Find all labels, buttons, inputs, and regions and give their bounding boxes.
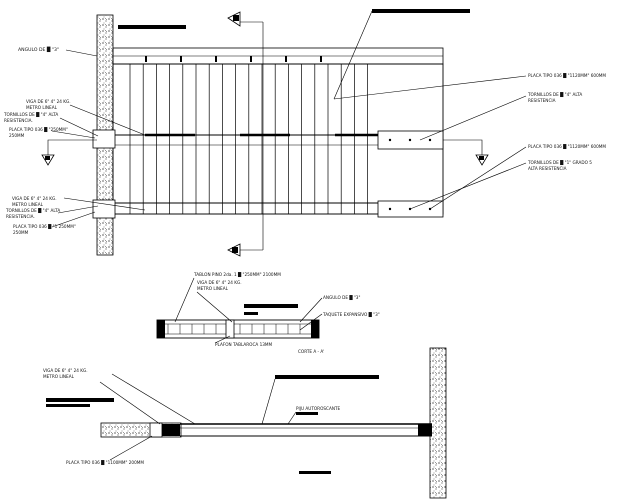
section-slab	[156, 319, 320, 339]
elevation-bar-center	[296, 412, 318, 415]
elevation-right-wall	[429, 347, 447, 499]
elevation-label-piju: PIJU AUTOROSCANTE	[296, 406, 341, 411]
elevation-bar-top	[275, 375, 379, 379]
plan-joists	[129, 64, 368, 214]
plan-label-viga-2a: VIGA DE 6" 4" 24 KG.	[12, 196, 57, 201]
anchor-tick	[145, 56, 147, 62]
plan-label-torn-1b: RESISTENCIA.	[4, 118, 33, 123]
title-bar-top-left	[118, 25, 186, 29]
section-label-corte: CORTE A - A'	[298, 349, 324, 354]
plan-label-placa-r1: PLACA TIPO 036 █ "1120MM" 600MM	[528, 73, 606, 79]
plan-label-torn-r2a: TORNILLOS DE █ "1" GRADO 5	[527, 160, 592, 166]
plan-label-torn-1a: TORNILLOS DE █ "4" ALTA	[3, 112, 58, 118]
elevation-label-viga-a: VIGA DE 6" 4" 24 KG.	[43, 368, 88, 373]
plan-label-viga-2b: METRO LINEAL	[12, 202, 44, 207]
plan-label-torn-2b: RESISTENCIA.	[6, 214, 35, 219]
plan-label-viga-1a: VIGA DE 6" 4" 24 KG.	[26, 99, 71, 104]
plan-view: ANGULO DE █ "3" VIGA DE 6" 4" 24 KG. MET…	[3, 9, 606, 257]
elevation-label-placa: PLACA TIPO 036 █ "1100MM" 200MM	[66, 460, 144, 466]
plan-label-torn-2a: TORNILLOS DE █ "4" ALTA	[5, 208, 60, 214]
plan-label-angulo: ANGULO DE █ "3"	[18, 46, 59, 53]
plan-label-viga-1b: METRO LINEAL	[26, 105, 58, 110]
plan-label-torn-r1a: TORNILLOS DE █ "4" ALTA	[527, 92, 582, 98]
section-bar-2	[244, 312, 258, 315]
plan-label-placa-2a: PLACA TIPO 036 █ "1 250MM"	[13, 224, 76, 230]
elevation-bar-left-1	[46, 398, 114, 402]
plan-label-placa-1b: 250MM	[9, 133, 25, 138]
title-bar-top-right	[372, 9, 470, 13]
section-bar-1	[244, 304, 298, 308]
anchor-tick	[180, 56, 182, 62]
anchor-tick	[285, 56, 287, 62]
anchor-tick	[250, 56, 252, 62]
plan-label-torn-r2b: ALTA RESISTENCIA	[528, 166, 567, 171]
anchor-tick	[320, 56, 322, 62]
section-label-plafon: PLAFON TABLAROCA 13MM	[215, 342, 273, 347]
elevation-bar-bottom	[299, 471, 331, 474]
section-label-angulo: ANGULO DE █ "3"	[323, 295, 360, 301]
elevation-bar-left-2	[46, 404, 90, 407]
elevation-view: VIGA DE 6" 4" 24 KG. METRO LINEAL PIJU A…	[43, 347, 447, 499]
plan-label-placa-1a: PLACA TIPO 036 █ "250MM"	[9, 127, 68, 133]
section-label-tablon: TABLON PINO 2da. 1 █ "250MM" 2100MM	[193, 272, 281, 278]
plan-label-placa-2b: 250MM	[13, 230, 29, 235]
section-label-taquete: TAQUETE EXPANSIVO █ "3"	[322, 312, 380, 318]
anchor-tick	[215, 56, 217, 62]
elevation-label-viga-b: METRO LINEAL	[43, 374, 75, 379]
section-view: TABLON PINO 2da. 1 █ "250MM" 2100MM VIGA…	[156, 272, 380, 354]
section-label-viga-b: METRO LINEAL	[197, 286, 229, 291]
plan-label-torn-r1b: RESISTENCIA	[528, 98, 556, 103]
section-label-viga-a: VIGA DE 6" 4" 24 KG.	[197, 280, 242, 285]
plan-label-placa-r2: PLACA TIPO 036 █ "1120MM" 600MM	[528, 144, 606, 150]
